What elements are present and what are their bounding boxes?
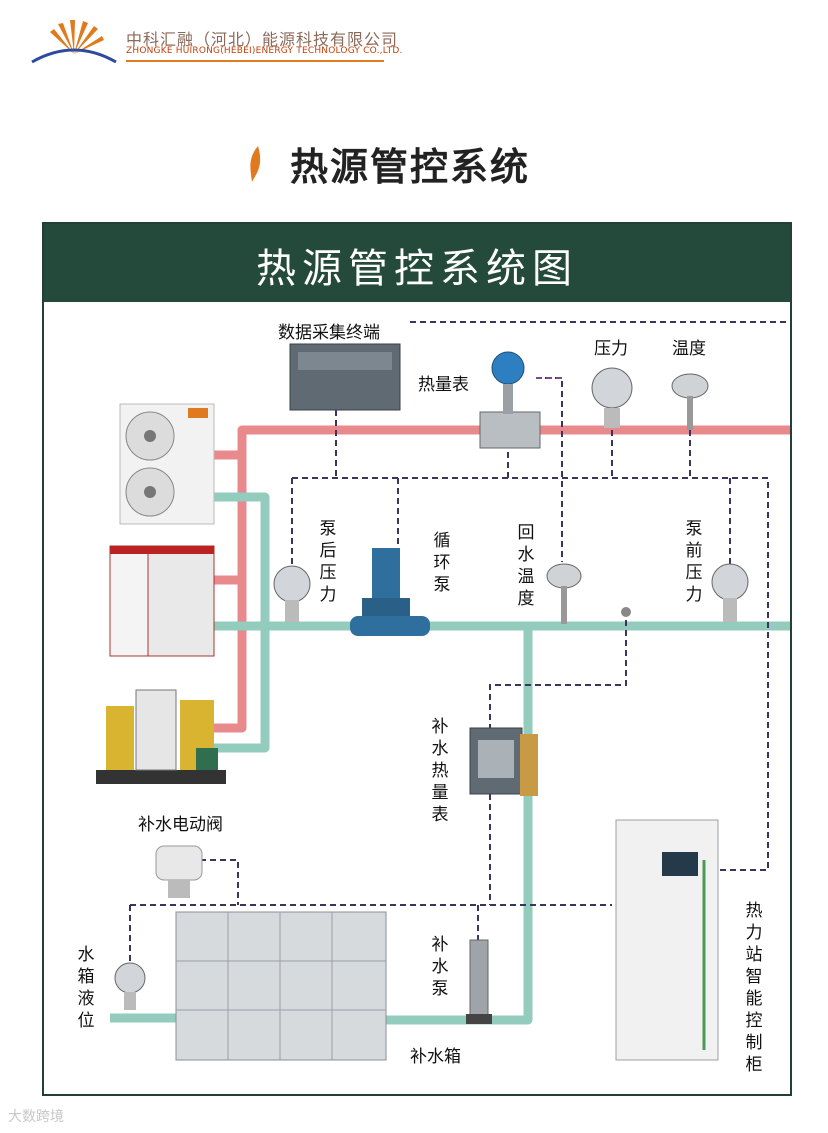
label-tank-level: 水箱液位 xyxy=(77,945,95,1031)
label-return-temp: 回水温度 xyxy=(517,523,535,609)
label-pressure: 压力 xyxy=(594,339,628,359)
makeup-pump-device xyxy=(466,939,492,1024)
watermark: 大数跨境 xyxy=(8,1109,64,1125)
label-heat-meter: 热量表 xyxy=(418,375,469,395)
pressure-sensor-top xyxy=(591,367,633,428)
makeup-tank-device xyxy=(175,911,387,1061)
gas-heater-unit xyxy=(96,689,226,784)
control-cabinet-device xyxy=(615,819,719,1061)
tank-level-sensor xyxy=(114,962,146,1010)
label-makeup-heat-meter: 补水热量表 xyxy=(431,717,449,825)
makeup-heat-meter-device xyxy=(469,727,538,796)
pump-after-pressure-sensor xyxy=(273,565,311,622)
circulation-pump-device xyxy=(350,548,430,636)
label-temperature: 温度 xyxy=(672,339,706,359)
label-pump-after-pressure: 泵后压力 xyxy=(319,519,337,605)
company-logo xyxy=(28,18,120,68)
data-terminal-device xyxy=(289,343,401,411)
label-data-terminal: 数据采集终端 xyxy=(278,323,380,343)
pipe-probe xyxy=(621,607,631,617)
page-title: 热源管控系统 xyxy=(290,145,531,189)
label-control-cabinet: 热力站智能控制柜 xyxy=(745,901,763,1075)
label-pump-before-pressure: 泵前压力 xyxy=(685,519,703,605)
heat-meter-device xyxy=(479,351,541,449)
pump-before-pressure-sensor xyxy=(711,563,749,622)
diagram-title: 热源管控系统图 xyxy=(256,246,578,292)
heat-pump-unit xyxy=(119,403,215,525)
label-makeup-pump: 补水泵 xyxy=(431,935,449,999)
makeup-valve-device xyxy=(155,845,203,898)
temperature-sensor-top xyxy=(671,373,709,430)
company-underline xyxy=(126,60,384,62)
return-temp-sensor xyxy=(546,563,582,624)
label-makeup-tank: 补水箱 xyxy=(410,1047,461,1067)
label-circulation-pump: 循环泵 xyxy=(433,531,451,595)
boiler-unit xyxy=(109,545,215,657)
label-makeup-valve: 补水电动阀 xyxy=(138,815,223,835)
diagram-title-bar xyxy=(44,224,790,302)
company-name-en: ZHONGKE HUIRONG(HEBEI)ENERGY TECHNOLOGY … xyxy=(126,46,403,56)
flame-icon xyxy=(246,144,266,184)
company-name-cn: 中科汇融（河北）能源科技有限公司 xyxy=(126,30,399,49)
